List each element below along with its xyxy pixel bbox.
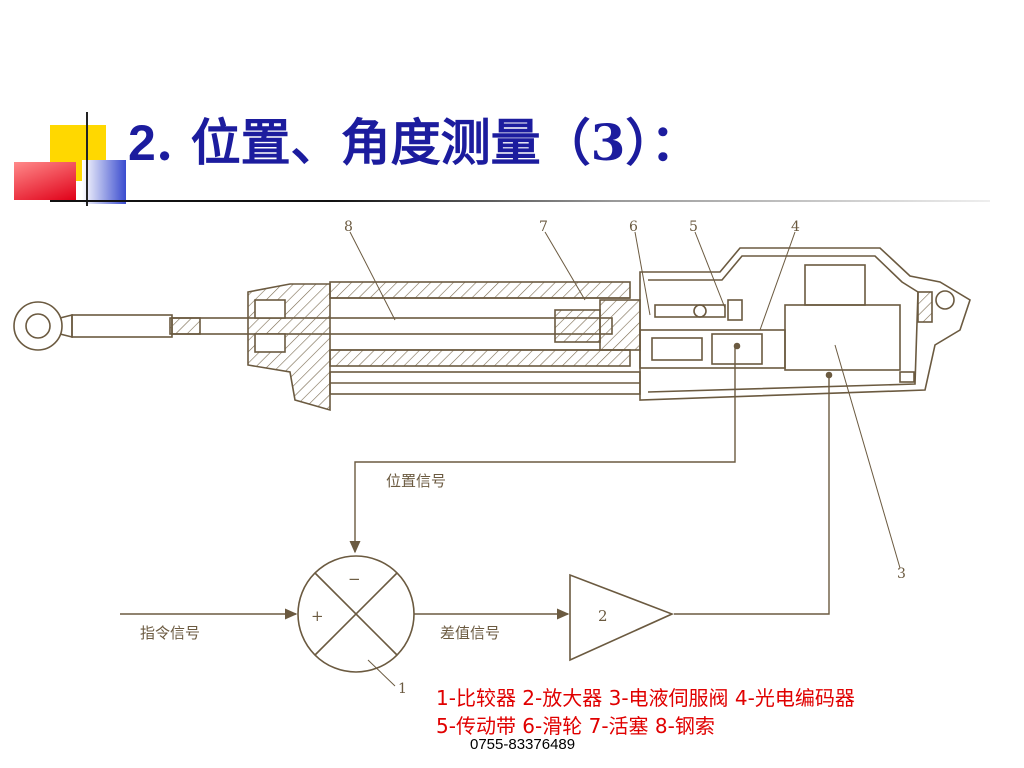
servo-diagram: 8 7 6 5 4 3 1 − + 2 位置信号 指令信号 差值信号 [13, 219, 971, 697]
comparator-plus-sign: + [311, 607, 324, 625]
part-number-8: 8 [344, 219, 353, 235]
comparator-symbol [297, 555, 415, 673]
decor-red-square [14, 162, 76, 200]
title-number: 2 [128, 115, 156, 171]
title-text: . 位置、角度测量（3）： [155, 113, 701, 172]
legend-line-1: 1-比较器 2-放大器 3-电液伺服阀 4-光电编码器 [436, 686, 855, 710]
position-signal-label: 位置信号 [386, 472, 446, 490]
decor-vertical-line [86, 112, 88, 206]
part-number-4: 4 [791, 219, 800, 235]
part-number-6: 6 [629, 219, 638, 235]
comparator-minus-sign: − [348, 570, 361, 588]
title-underline [50, 200, 990, 202]
legend-line-2: 5-传动带 6-滑轮 7-活塞 8-钢索 [436, 714, 715, 738]
signal-lines [120, 346, 830, 620]
leader-lines [349, 231, 901, 687]
part-number-7: 7 [539, 219, 548, 235]
part-number-5: 5 [689, 219, 698, 235]
amplifier-label: 2 [598, 607, 608, 625]
actuator-assembly [13, 247, 971, 412]
difference-signal-label: 差值信号 [440, 624, 500, 642]
command-signal-label: 指令信号 [140, 624, 200, 642]
decor-blue-square [82, 160, 126, 204]
parts-legend: 1-比较器 2-放大器 3-电液伺服阀 4-光电编码器 5-传动带 6-滑轮 7… [436, 684, 855, 740]
part-number-3: 3 [897, 566, 906, 582]
amplifier-symbol [569, 573, 675, 662]
slide-title: 2. 位置、角度测量（3）： [128, 115, 700, 171]
footer-phone: 0755-83376489 [470, 736, 576, 753]
part-number-1: 1 [398, 681, 407, 697]
